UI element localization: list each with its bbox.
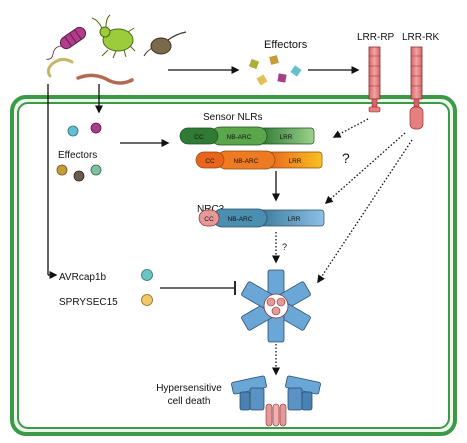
dotted-arrow-rk-to-resistosome bbox=[317, 139, 413, 284]
lrr-rk-label: LRR-RK bbox=[402, 32, 440, 43]
hypersensitive-label-line1: Hypersensitive bbox=[156, 383, 222, 394]
sensor2-lrr-label: LRR bbox=[288, 158, 301, 165]
dotted-arrow-rp-to-sensor bbox=[332, 118, 369, 138]
lrr-rk-receptor bbox=[409, 46, 424, 130]
nrc3-cc-label: CC bbox=[204, 216, 214, 223]
oomycete-spore-icon bbox=[143, 31, 187, 57]
nrc3-protein: CC NB-ARC LRR bbox=[198, 208, 325, 228]
nrc3-label: NRC3 bbox=[197, 204, 225, 215]
effectors-external bbox=[248, 55, 302, 86]
sensor2-nbarc-label: NB-ARC bbox=[234, 158, 259, 165]
sensor-nlr-green: CC NB-ARC LRR bbox=[179, 126, 315, 146]
lrr-rp-receptor bbox=[368, 46, 381, 113]
lrr-rp-label: LRR-RP bbox=[357, 32, 395, 43]
sprysec15-effector bbox=[141, 294, 153, 306]
worm-icon bbox=[76, 73, 134, 85]
nrc3-lrr-label: LRR bbox=[287, 216, 300, 223]
sensor-nlr-orange: CC NB-ARC LRR bbox=[195, 150, 323, 170]
dotted-arrow-rk-to-nrc3 bbox=[324, 132, 406, 204]
bacterium-icon bbox=[46, 26, 87, 60]
plant-cell bbox=[10, 95, 457, 436]
question-mark: ? bbox=[342, 150, 350, 166]
effectors-inner-label: Effectors bbox=[58, 150, 97, 161]
sensor2-cc-label: CC bbox=[205, 158, 215, 165]
nrc3-nbarc-label: NB-ARC bbox=[228, 216, 253, 223]
aphid-icon bbox=[91, 14, 136, 59]
nematode-icon bbox=[46, 57, 74, 78]
sensor1-nbarc-label: NB-ARC bbox=[227, 134, 252, 141]
sensor1-cc-label: CC bbox=[194, 134, 204, 141]
avrcap1b-effector bbox=[141, 269, 153, 281]
nrc3-resistosome bbox=[241, 269, 311, 343]
question-mark-small: ? bbox=[282, 242, 287, 252]
sprysec15-label: SPRYSEC15 bbox=[59, 297, 118, 308]
hypersensitive-label-line2: cell death bbox=[168, 396, 211, 407]
activated-resistosome bbox=[231, 375, 321, 427]
sensor-nlrs-label: Sensor NLRs bbox=[203, 112, 262, 123]
effectors-internal bbox=[56, 122, 102, 182]
effectors-top-label: Effectors bbox=[264, 39, 308, 51]
sensor1-lrr-label: LRR bbox=[279, 134, 292, 141]
avrcap1b-label: AVRcap1b bbox=[59, 272, 107, 283]
